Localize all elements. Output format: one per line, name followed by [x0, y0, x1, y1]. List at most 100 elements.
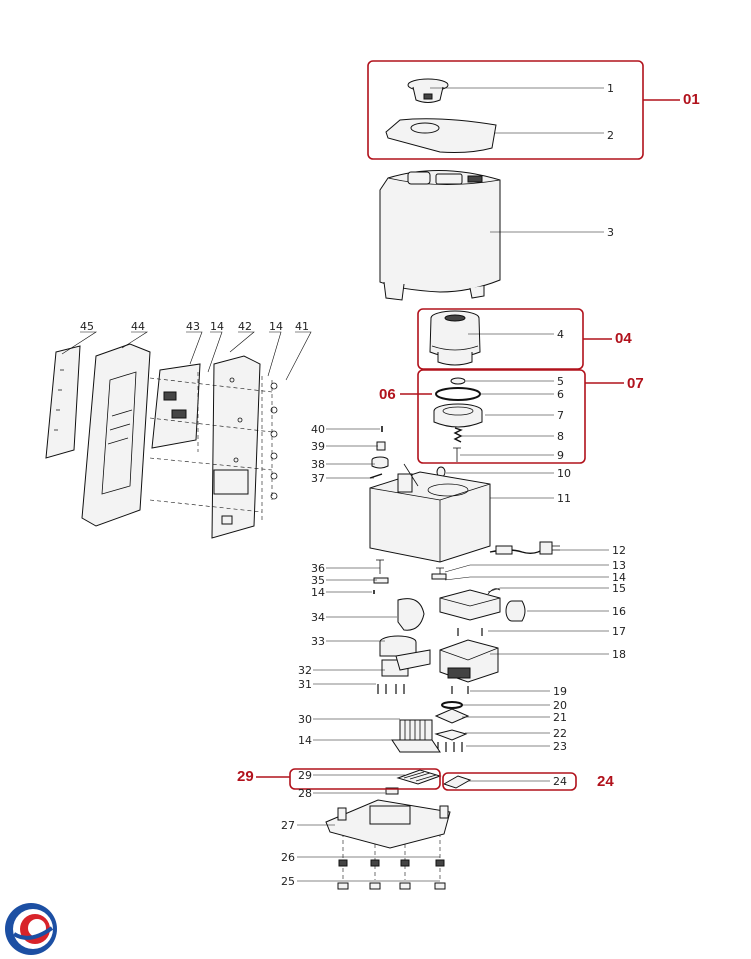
part-fan-assembly	[439, 588, 501, 621]
part-number-label: 23	[553, 740, 567, 753]
part-screws-23	[437, 742, 463, 752]
leader-lines	[61, 87, 609, 882]
part-41-screws	[149, 372, 278, 522]
part-number-label: 41	[295, 320, 309, 333]
group-label: 07	[627, 375, 644, 392]
part-number-label: 8	[557, 430, 564, 443]
part-o-ring	[435, 387, 481, 401]
part-pad	[442, 775, 472, 789]
leader-line	[61, 331, 98, 355]
group-label: 29	[237, 768, 254, 785]
part-number-label: 34	[311, 611, 325, 624]
group-label: 04	[615, 330, 632, 347]
part-number-label: 14	[210, 320, 224, 333]
group-box	[417, 369, 586, 464]
part-screws-19	[451, 686, 469, 694]
group-box	[442, 772, 577, 791]
part-number-label: 19	[553, 685, 567, 698]
part-gasket	[441, 701, 463, 709]
part-number-label: 30	[298, 713, 312, 726]
part-45-side-panel	[45, 345, 81, 459]
leader-line	[285, 331, 312, 381]
part-number-label: 10	[557, 467, 571, 480]
part-pin	[453, 447, 461, 462]
part-number-label: 32	[298, 664, 312, 677]
leader-line	[229, 331, 255, 353]
part-labels: 1234567891011121314151617181920212223242…	[80, 82, 700, 888]
part-number-label: 28	[298, 787, 312, 800]
part-screws-17	[457, 628, 483, 636]
part-number-label: 4	[557, 328, 564, 341]
group-box	[289, 768, 441, 790]
group-boxes	[256, 60, 680, 791]
part-number-label: 5	[557, 375, 564, 388]
part-lid-plate	[385, 118, 497, 153]
part-number-label: 1	[607, 82, 614, 95]
part-number-label: 14	[298, 734, 312, 747]
part-36	[376, 559, 384, 574]
part-number-label: 31	[298, 678, 312, 691]
part-reservoir-housing	[369, 463, 491, 563]
part-knob	[407, 78, 449, 103]
part-fan-housing	[397, 598, 425, 631]
part-number-label: 43	[186, 320, 200, 333]
part-filter-cartridge	[429, 310, 481, 366]
part-bracket	[431, 573, 447, 580]
part-motor	[379, 635, 431, 671]
part-number-label: 38	[311, 458, 325, 471]
part-transducer-disc	[434, 708, 470, 724]
leader-line	[487, 587, 609, 593]
part-clamp	[434, 729, 468, 741]
part-number-label: 16	[612, 605, 626, 618]
part-38	[371, 456, 389, 469]
part-number-label: 12	[612, 544, 626, 557]
leader-line	[444, 576, 609, 581]
part-heatsink	[391, 719, 441, 753]
part-water-tank	[379, 169, 501, 301]
part-number-label: 37	[311, 472, 325, 485]
leader-line	[121, 331, 149, 349]
part-screws-31	[377, 684, 405, 694]
group-label: 01	[683, 91, 700, 108]
part-small-ring	[450, 377, 466, 385]
leader-line	[267, 331, 282, 377]
part-heat-sink-cover	[396, 769, 442, 785]
group-box	[367, 60, 644, 160]
part-number-label: 36	[311, 562, 325, 575]
part-power-cord	[489, 541, 560, 555]
part-number-label: 14	[269, 320, 283, 333]
part-number-label: 18	[612, 648, 626, 661]
part-number-label: 27	[281, 819, 295, 832]
part-number-label: 11	[557, 492, 571, 505]
leader-line	[186, 331, 203, 365]
part-number-label: 44	[131, 320, 145, 333]
part-number-label: 39	[311, 440, 325, 453]
part-39	[376, 441, 386, 451]
parts-drawing	[45, 78, 560, 890]
part-number-label: 14	[311, 586, 325, 599]
part-spring	[453, 427, 463, 443]
part-number-label: 26	[281, 851, 295, 864]
part-37	[369, 473, 383, 479]
part-number-label: 2	[607, 129, 614, 142]
part-number-label: 45	[80, 320, 94, 333]
part-42-back-panel	[211, 355, 261, 539]
part-number-label: 35	[311, 574, 325, 587]
leader-line	[207, 331, 223, 373]
part-threaded-nut	[433, 403, 483, 428]
part-number-label: 25	[281, 875, 295, 888]
part-44-front-cover	[81, 343, 151, 527]
part-43-control-board	[151, 363, 201, 449]
part-feet-and-screws	[337, 826, 446, 890]
part-number-label: 29	[298, 769, 312, 782]
part-number-label: 33	[311, 635, 325, 648]
part-number-label: 14	[612, 571, 626, 584]
part-number-label: 6	[557, 388, 564, 401]
part-number-label: 20	[553, 699, 567, 712]
group-label: 24	[597, 773, 614, 790]
part-number-label: 9	[557, 449, 564, 462]
part-number-label: 42	[238, 320, 252, 333]
part-number-label: 15	[612, 582, 626, 595]
part-number-label: 24	[553, 775, 567, 788]
part-roller	[505, 600, 526, 622]
